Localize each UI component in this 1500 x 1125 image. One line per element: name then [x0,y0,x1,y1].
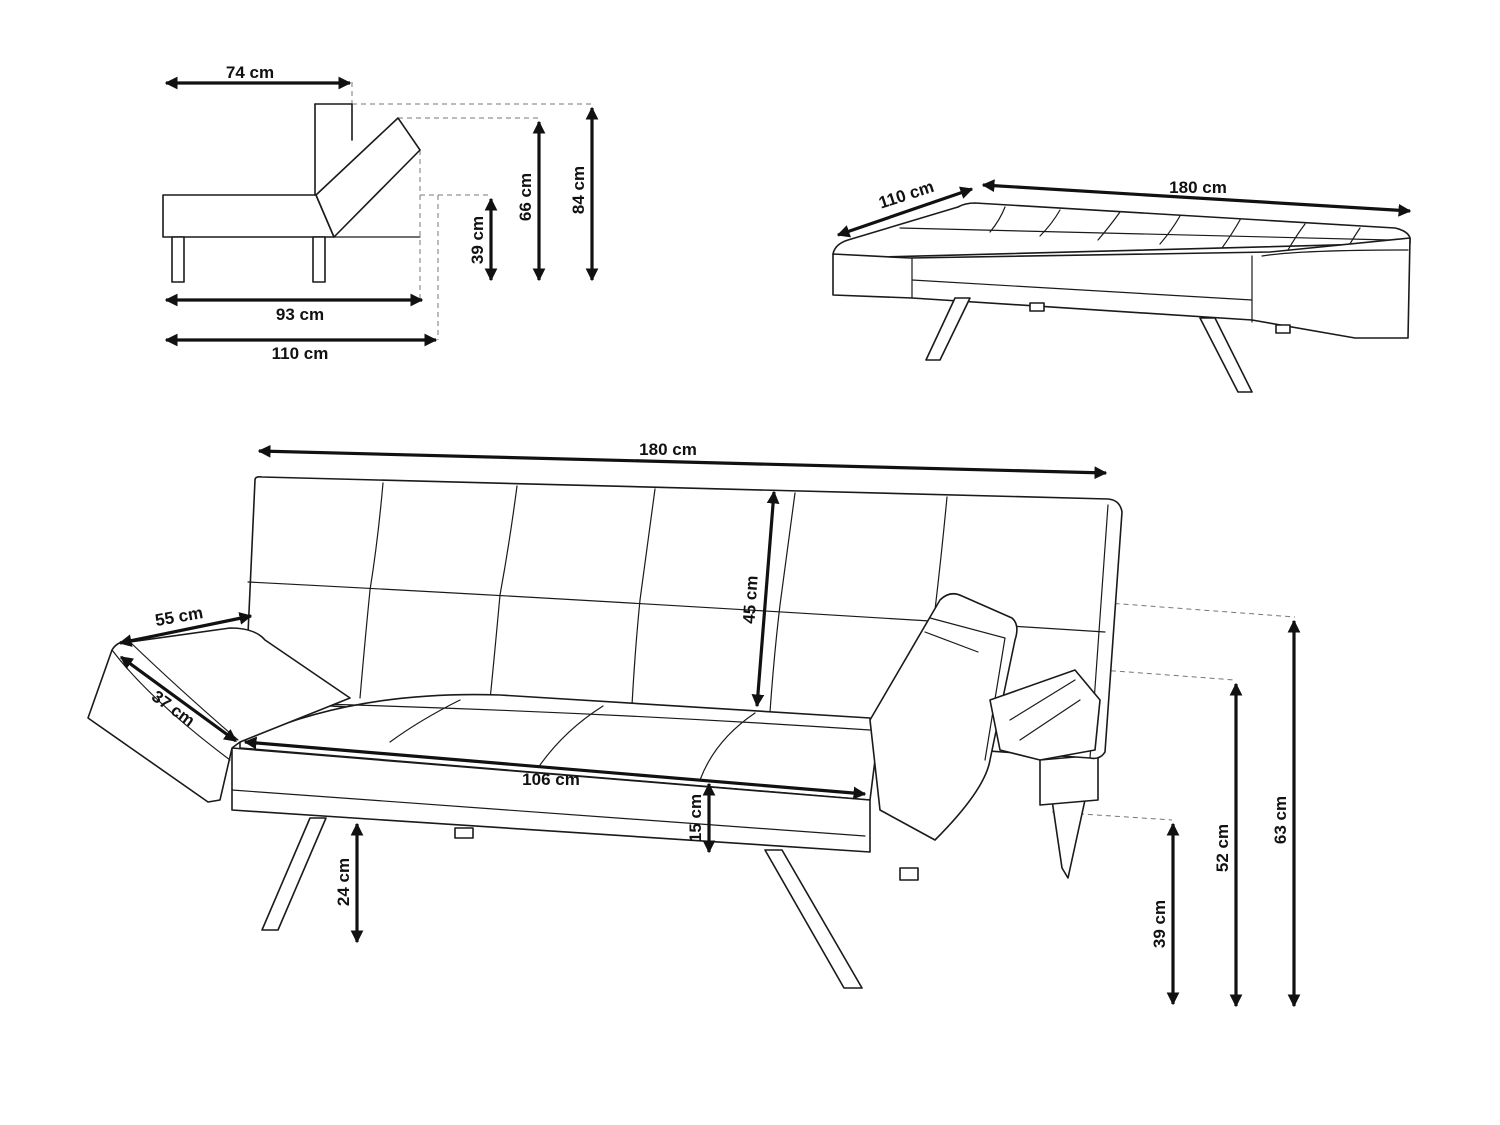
front-back-height-label: 45 cm [739,575,761,624]
front-width-label: 180 cm [639,440,697,459]
side-depth-top-label: 74 cm [226,63,274,82]
front-leg-height-label: 24 cm [334,858,353,906]
front-seat-width-label: 106 cm [522,770,580,789]
side-height-back-label: 66 cm [516,173,535,221]
front-back-total-height-label: 63 cm [1271,796,1290,844]
side-depth-total-label: 110 cm [272,344,329,363]
bed-length-label: 180 cm [1169,178,1227,197]
front-seat-thickness-label: 15 cm [686,794,705,842]
side-depth-seat-label: 93 cm [276,305,324,324]
side-height-total-label: 84 cm [569,166,588,214]
bed-width-label: 110 cm [876,177,936,213]
bed-view [832,202,1411,393]
front-seat-height-label: 39 cm [1150,900,1169,948]
front-view [87,476,1296,989]
front-arm-height-label: 52 cm [1213,824,1232,872]
side-view [162,82,595,340]
side-height-seat-label: 39 cm [468,216,487,264]
